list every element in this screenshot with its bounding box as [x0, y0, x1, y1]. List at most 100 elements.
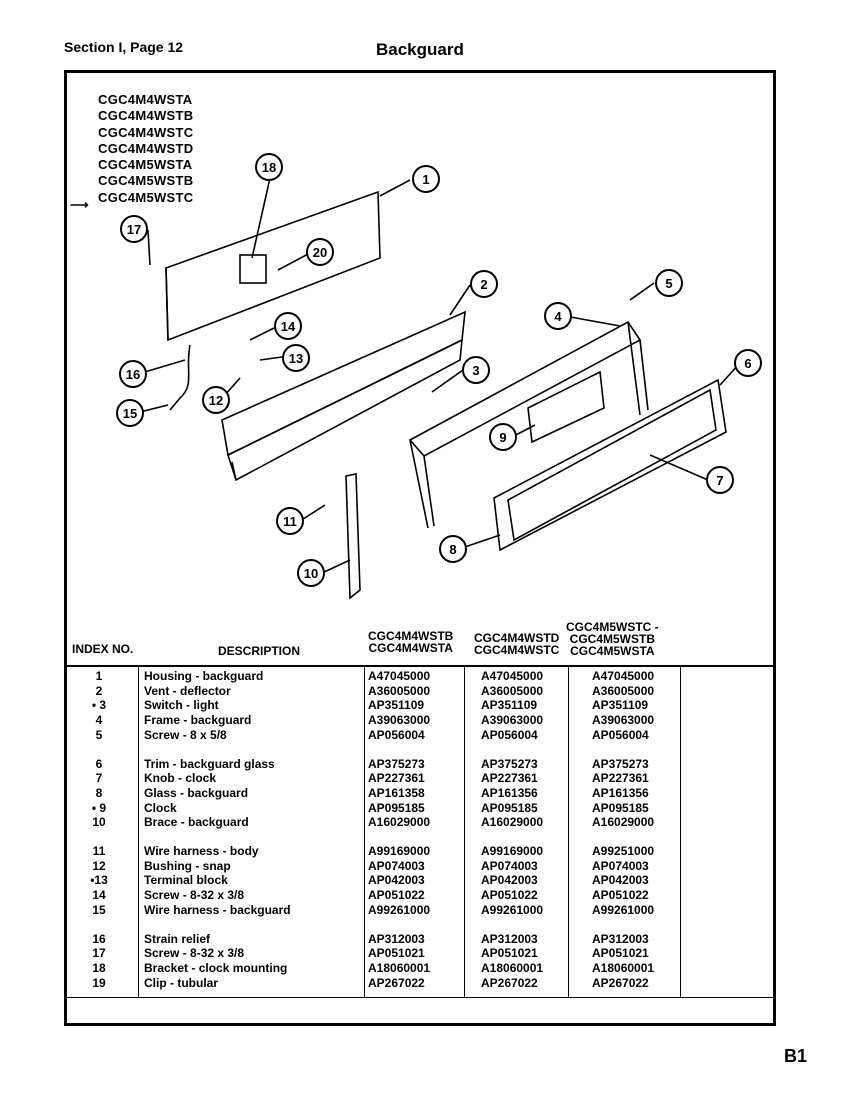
table-cell: •13 [90, 873, 108, 888]
callout-2: 2 [480, 277, 487, 292]
table-cell: AP375273 [592, 756, 649, 771]
table-cell: AP161356 [481, 785, 538, 800]
table-cell: Clock [144, 800, 177, 815]
table-cell: Knob - clock [144, 771, 217, 786]
table-cell: 19 [92, 975, 106, 990]
table-cell: AP351109 [368, 698, 425, 713]
table-cell: Housing - backguard [144, 669, 264, 683]
page-title: Backguard [376, 40, 464, 59]
model-item: CGC4M5WSTC [98, 189, 194, 205]
table-header-rule [66, 665, 776, 667]
callout-4: 4 [554, 309, 562, 324]
table-cell: A39063000 [368, 713, 431, 728]
table-cell: AP074003 [481, 858, 538, 873]
table-cell: AP312003 [368, 931, 425, 946]
table-cell: 2 [95, 683, 103, 698]
table-cell: Wire harness - backguard [144, 902, 291, 917]
callout-5: 5 [665, 276, 672, 291]
brace-part [345, 473, 361, 600]
table-cell: AP095185 [481, 800, 538, 815]
table-cell: 10 [92, 815, 106, 830]
table-cell: A36005000 [592, 683, 655, 698]
table-cell: Screw - 8-32 x 3/8 [144, 888, 245, 903]
table-cell: Vent - deflector [144, 683, 231, 698]
table-cell: 4 [95, 713, 103, 728]
table-cell: AP161358 [368, 785, 425, 800]
table-cell: Switch - light [144, 698, 219, 713]
callout-11: 11 [283, 514, 297, 529]
table-cell: AP375273 [368, 756, 425, 771]
model-item: CGC4M4WSTB [98, 108, 194, 124]
table-cell: Terminal block [144, 873, 228, 888]
table-cell: A99261000 [592, 902, 655, 917]
table-cell: 1 [95, 669, 103, 683]
table-cell: 18 [92, 960, 106, 975]
callout-17: 17 [127, 222, 141, 237]
table-cell: A99169000 [481, 844, 544, 858]
model-item: CGC4M4WSTD [98, 140, 194, 156]
table-cell: Wire harness - body [144, 844, 259, 858]
parts-diagram: 1 18 17 20 2 5 4 3 6 7 9 8 11 10 16 14 1… [116, 153, 762, 600]
table-cell: Screw - 8-32 x 3/8 [144, 946, 245, 961]
table-cell: 15 [92, 902, 106, 917]
table-cell: AP074003 [368, 858, 425, 873]
table-cell: AP312003 [481, 931, 538, 946]
callout-16: 16 [126, 367, 140, 382]
table-divider [138, 667, 139, 997]
clock-part [527, 370, 605, 444]
table-cell: A99261000 [481, 902, 544, 917]
callout-18: 18 [262, 160, 276, 175]
table-cell: AP227361 [592, 771, 649, 786]
callout-3: 3 [472, 363, 479, 378]
table-cell: 8 [95, 785, 103, 800]
table-cell: A16029000 [481, 815, 544, 830]
model-item: CGC4M5WSTA [98, 157, 193, 173]
callout-13: 13 [289, 351, 303, 366]
table-cell: 5 [95, 727, 103, 742]
model-item: CGC4M5WSTB [98, 173, 194, 189]
table-cell: Screw - 8 x 5/8 [144, 727, 227, 742]
table-cell: Trim - backguard glass [144, 756, 275, 771]
table-cell: AP042003 [481, 873, 538, 888]
table-cell: AP351109 [592, 698, 649, 713]
table-cell: A16029000 [592, 815, 655, 830]
table-cell: A47045000 [368, 669, 431, 683]
table-cell: A39063000 [481, 713, 544, 728]
callout-8: 8 [449, 542, 456, 557]
table-cell: AP051022 [368, 888, 425, 903]
table-cell: 6 [95, 756, 103, 771]
table-divider [568, 667, 569, 997]
model-list: CGC4M4WSTA CGC4M4WSTB CGC4M4WSTC CGC4M4W… [98, 92, 193, 206]
table-divider [464, 667, 465, 997]
table-cell: AP042003 [368, 873, 425, 888]
table-cell: A99169000 [368, 844, 431, 858]
table-cell: AP267022 [592, 975, 649, 990]
trim-part [493, 378, 727, 552]
table-cell: AP161356 [592, 785, 649, 800]
table-cell: A16029000 [368, 815, 431, 830]
table-cell: AP056004 [481, 727, 538, 742]
callout-10: 10 [304, 566, 318, 581]
wire-harness-part [169, 344, 191, 411]
table-cell: 14 [92, 888, 106, 903]
table-divider [364, 667, 365, 997]
section-page-label: Section I, Page 12 [64, 39, 184, 55]
model-item: CGC4M4WSTC [98, 124, 194, 140]
glass-part [507, 388, 717, 542]
table-cell: AP312003 [592, 931, 649, 946]
table-cell: AP056004 [592, 727, 649, 742]
description-column-header: DESCRIPTION [218, 644, 301, 658]
housing-part [165, 190, 381, 342]
vent-deflector-part [221, 310, 466, 457]
table-cell: A18060001 [592, 960, 655, 975]
index-column-header: INDEX NO. [72, 642, 134, 656]
table-cell: A39063000 [592, 713, 655, 728]
document-frame [64, 70, 776, 1026]
table-cell: AP227361 [368, 771, 425, 786]
callout-1: 1 [422, 172, 429, 187]
callout-15: 15 [123, 406, 137, 421]
table-cell: AP227361 [481, 771, 538, 786]
table-cell: Bushing - snap [144, 858, 231, 873]
table-cell: AP051021 [481, 946, 538, 961]
